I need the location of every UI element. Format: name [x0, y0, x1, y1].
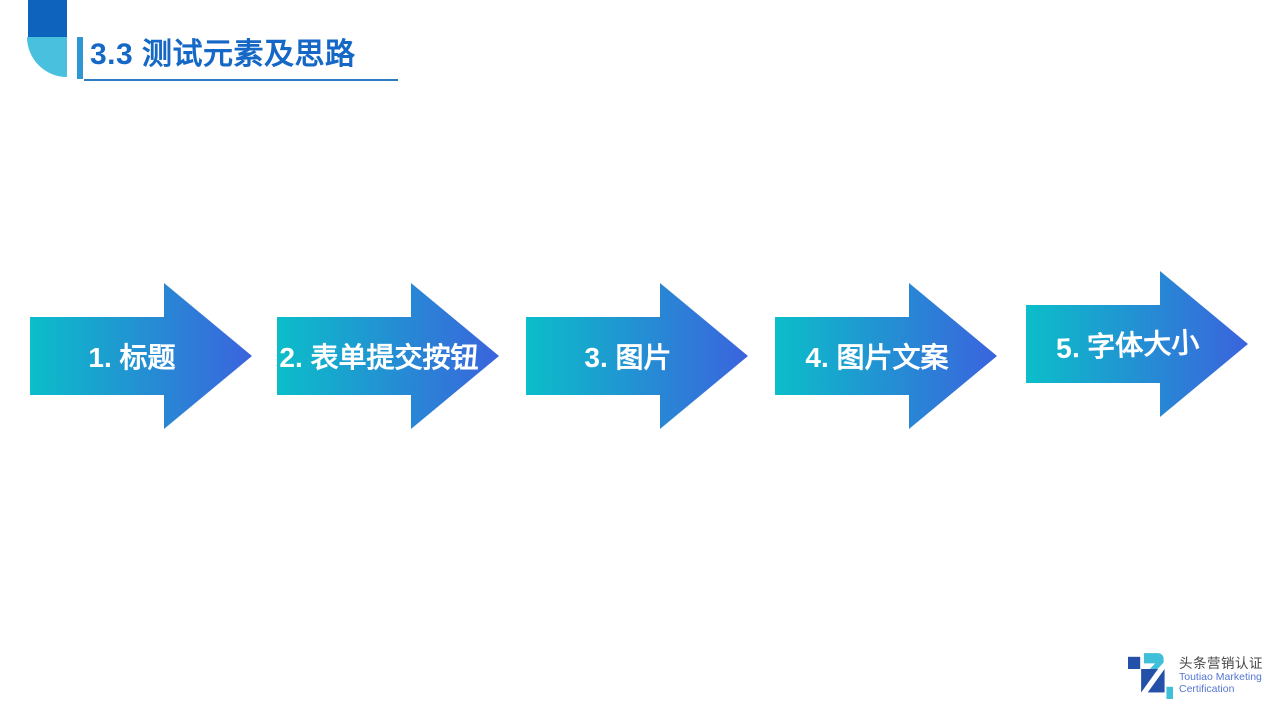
title-underline [84, 79, 398, 81]
arrow-shape [1026, 271, 1248, 417]
step-arrow-3: 3. 图片 [526, 283, 748, 429]
brand-name-en-2: Certification [1179, 683, 1235, 695]
step-label: 1. 标题 [88, 342, 176, 373]
arrow-shape [526, 283, 748, 429]
header-deco-quarter-circle [27, 37, 67, 77]
step-arrow-1: 1. 标题 [30, 283, 252, 429]
step-label: 5. 字体大小 [1055, 326, 1201, 365]
step-arrow-4: 4. 图片文案 [775, 283, 997, 429]
step-label: 3. 图片 [584, 342, 672, 373]
title-accent-bar [77, 37, 83, 79]
header-deco-square [28, 0, 67, 37]
footer-brand-text: 头条营销认证 Toutiao Marketing Certification [1179, 653, 1263, 700]
brand-name-cn: 头条营销认证 [1179, 656, 1263, 671]
step-label: 2. 表单提交按钮 [279, 342, 479, 373]
step-label: 4. 图片文案 [805, 342, 949, 373]
page-title: 3.3 测试元素及思路 [90, 38, 356, 71]
arrow-shape [30, 283, 252, 429]
arrow-shape [775, 283, 997, 429]
arrow-shape [277, 283, 499, 429]
footer-brand: 头条营销认证 Toutiao Marketing Certification [1128, 653, 1263, 700]
step-arrow-5: 5. 字体大小 [1026, 271, 1248, 417]
brand-name-en-1: Toutiao Marketing [1179, 671, 1262, 683]
step-arrow-2: 2. 表单提交按钮 [277, 283, 499, 429]
toutiao-logo-icon [1128, 653, 1173, 699]
